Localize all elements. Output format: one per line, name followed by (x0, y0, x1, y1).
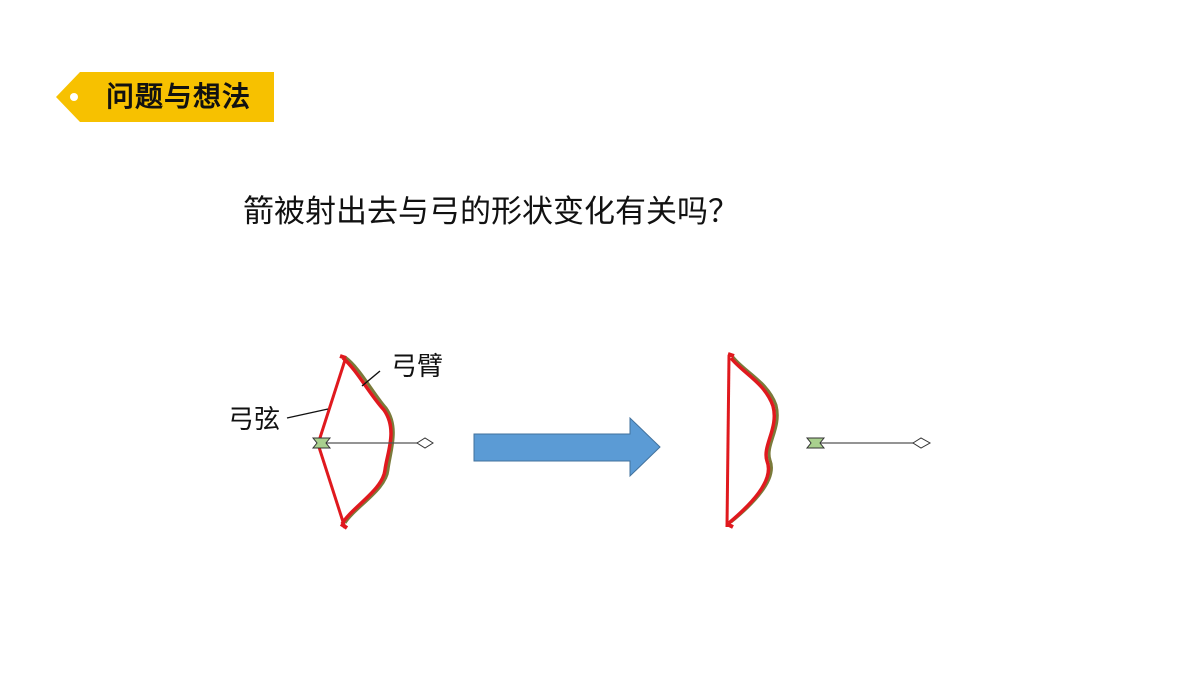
question-text: 箭被射出去与弓的形状变化有关吗？ (243, 194, 739, 230)
drawn-bow-arm (340, 356, 393, 525)
relaxed-bow-string (725, 355, 731, 528)
drawn-bow-arm-wood (343, 355, 395, 524)
bow-string-leader (286, 408, 329, 419)
drawn-arrow-head (416, 437, 434, 449)
bow-string-label: 弓弦 (228, 405, 280, 435)
relaxed-bow-arm (727, 356, 777, 525)
drawn-bow: 弓臂 弓弦 (228, 352, 443, 530)
tag-hole-icon (70, 93, 78, 101)
bow-arm-label: 弓臂 (391, 352, 443, 382)
released-arrow (805, 437, 932, 449)
drawn-bow-string-upper (316, 359, 347, 445)
tag-shape (56, 72, 274, 122)
transition-arrow (473, 416, 661, 478)
released-arrow-fletching (805, 437, 826, 449)
section-tag-label: 问题与想法 (106, 80, 252, 113)
drawn-arrow-fletching (311, 437, 332, 449)
relaxed-bow (725, 352, 779, 529)
bow-arm-leader (361, 370, 381, 387)
drawn-bow-tip-top (339, 354, 347, 360)
released-arrow-head (912, 437, 932, 449)
relaxed-bow-tip-top (727, 352, 735, 358)
drawn-bow-string-lower (316, 443, 347, 529)
section-tag: 问题与想法 (56, 72, 274, 122)
